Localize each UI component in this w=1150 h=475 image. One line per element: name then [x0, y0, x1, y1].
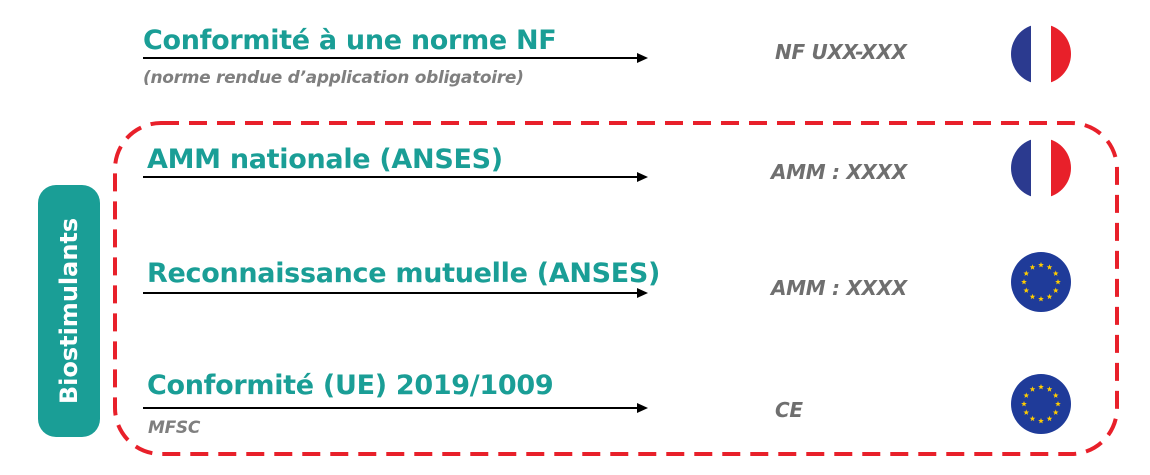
row-1-code: NF UXX-XXX: [775, 40, 907, 64]
row-1-title: Conformité à une norme NF: [143, 25, 557, 56]
row-2-arrow: [143, 172, 648, 182]
row-1-arrow: [143, 53, 648, 63]
row-4-title: Conformité (UE) 2019/1009: [147, 370, 554, 401]
row-3-arrow: [143, 288, 648, 298]
row-3-code: AMM : XXXX: [771, 276, 907, 300]
row-4-code: CE: [775, 398, 803, 422]
row-1-subtitle: (norme rendue d’application obligatoire): [143, 68, 524, 88]
row-4-arrow: [143, 403, 648, 413]
france-flag-icon: [1011, 138, 1071, 198]
eu-flag-icon: [1011, 374, 1071, 434]
row-2-code: AMM : XXXX: [771, 160, 907, 184]
biostimulants-side-label: Biostimulants: [38, 185, 100, 437]
eu-flag-icon: [1011, 252, 1071, 312]
france-flag-icon: [1011, 24, 1071, 84]
side-label-text: Biostimulants: [55, 217, 83, 405]
row-2-title: AMM nationale (ANSES): [147, 144, 503, 175]
row-4-subtitle: MFSC: [148, 418, 201, 438]
row-3-title: Reconnaissance mutuelle (ANSES): [147, 258, 661, 289]
